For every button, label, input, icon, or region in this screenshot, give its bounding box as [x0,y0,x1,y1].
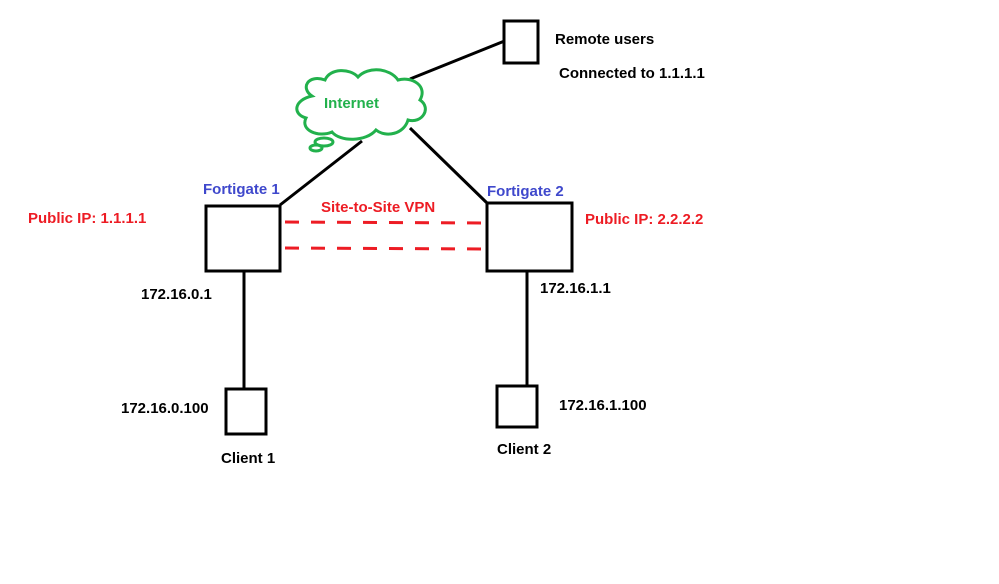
fortigate1-label: Fortigate 1 [203,181,280,198]
client2-label: Client 2 [497,441,551,458]
remote-users-label: Remote users [555,31,654,48]
remote-users-note: Connected to 1.1.1.1 [559,65,705,82]
link-internet-fortigate1 [279,139,363,207]
link-internet-fortigate2 [408,126,489,205]
client2-ip: 172.16.1.100 [559,397,647,414]
vpn-tunnel-1 [284,220,484,225]
internet-cloud-icon [295,68,427,153]
client1-label: Client 1 [221,450,275,467]
fortigate1-device [204,204,282,273]
fortigate1-public-ip: Public IP: 1.1.1.1 [28,210,146,227]
client2-device [495,384,539,429]
link-remote-internet [409,38,508,81]
client1-device [224,387,268,436]
vpn-label: Site-to-Site VPN [321,199,435,216]
fortigate2-label: Fortigate 2 [487,183,564,200]
internet-label: Internet [324,95,379,112]
fortigate2-lan-ip: 172.16.1.1 [540,280,611,297]
fortigate2-device [485,201,574,273]
fortigate2-public-ip: Public IP: 2.2.2.2 [585,211,703,228]
remote-users-device [502,19,540,65]
fortigate1-lan-ip: 172.16.0.1 [141,286,212,303]
vpn-tunnel-2 [284,246,484,251]
client1-ip: 172.16.0.100 [121,400,209,417]
